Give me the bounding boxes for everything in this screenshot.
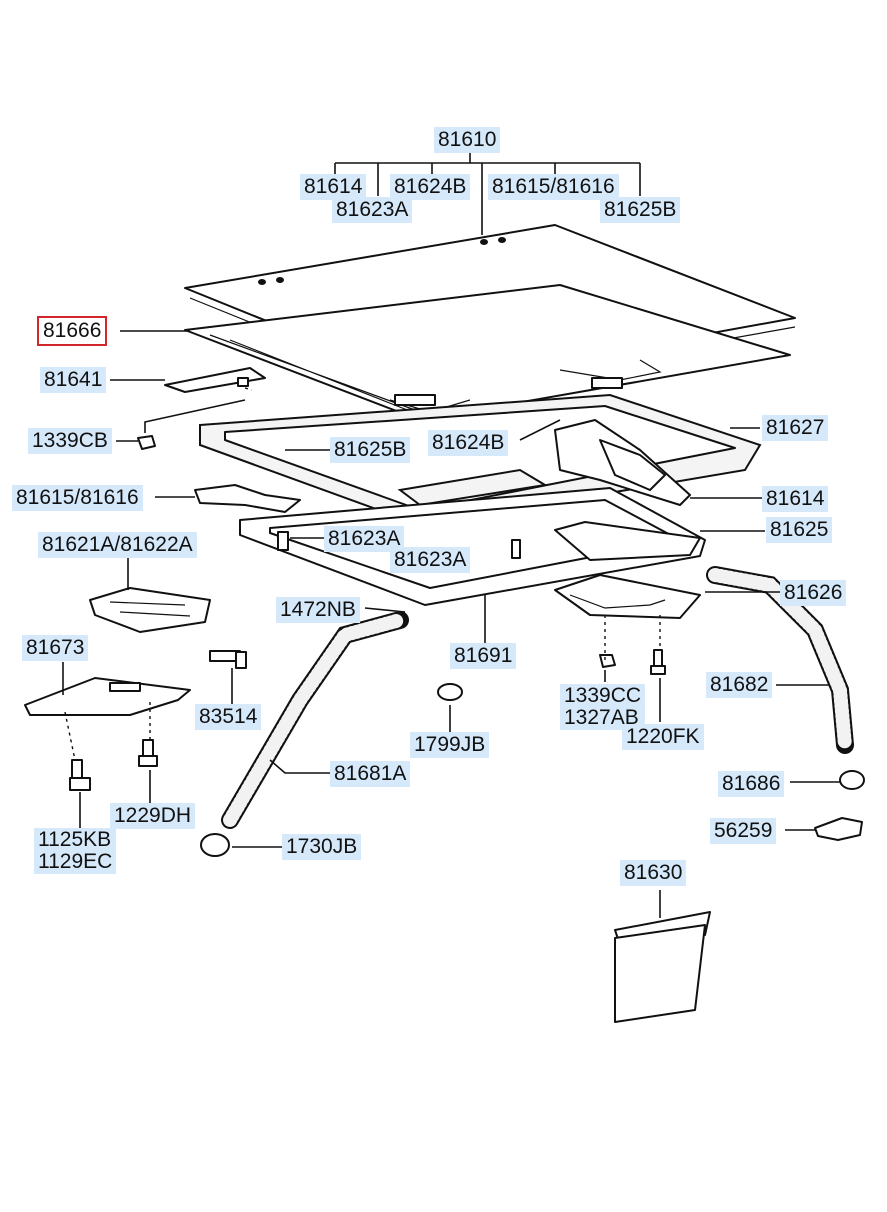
label-1339cc[interactable]: 1339CC xyxy=(564,684,642,707)
label-81624b-mid[interactable]: 81624B xyxy=(428,430,509,456)
label-81625b-top[interactable]: 81625B xyxy=(600,197,681,223)
label-1125kb[interactable]: 1125KB xyxy=(38,828,112,851)
label-1799jb[interactable]: 1799JB xyxy=(410,732,490,758)
label-81625b-mid[interactable]: 81625B xyxy=(330,437,411,463)
label-81627[interactable]: 81627 xyxy=(762,415,829,441)
nut-1339cb-part xyxy=(137,435,156,450)
label-81682[interactable]: 81682 xyxy=(706,672,773,698)
label-81614-right[interactable]: 81614 xyxy=(762,486,829,512)
label-1229dh[interactable]: 1229DH xyxy=(110,803,196,829)
label-81686[interactable]: 81686 xyxy=(718,771,785,797)
deflector-bracket-part xyxy=(164,367,266,393)
label-81624b-top[interactable]: 81624B xyxy=(390,174,471,200)
motor-bracket-part xyxy=(89,587,211,633)
label-81630[interactable]: 81630 xyxy=(620,860,687,886)
label-81615-81616-left[interactable]: 81615/81616 xyxy=(12,485,143,511)
label-81681a[interactable]: 81681A xyxy=(330,761,411,787)
label-81673[interactable]: 81673 xyxy=(22,635,89,661)
bracket-plate-part xyxy=(24,677,191,716)
label-81610[interactable]: 81610 xyxy=(434,127,501,153)
guide-rail-part xyxy=(554,419,701,619)
hose-clip-part xyxy=(437,683,463,701)
label-83514[interactable]: 83514 xyxy=(195,704,262,730)
label-1730jb[interactable]: 1730JB xyxy=(282,834,362,860)
label-81614-top[interactable]: 81614 xyxy=(300,174,367,200)
label-81623a-a[interactable]: 81623A xyxy=(324,526,405,552)
sunshade-frame-part xyxy=(184,284,791,421)
grommet-1730jb-part xyxy=(200,833,230,857)
grommet-81686-part xyxy=(839,770,865,790)
bolts-part xyxy=(69,531,666,791)
label-81623a-top[interactable]: 81623A xyxy=(332,197,413,223)
clip-56259-part xyxy=(814,817,863,841)
label-81666[interactable]: 81666 xyxy=(36,316,108,346)
label-81615-81616-top[interactable]: 81615/81616 xyxy=(488,174,619,200)
label-1125kb-1129ec[interactable]: 1125KB 1129EC xyxy=(34,828,117,874)
leader-lines xyxy=(62,152,840,918)
label-81621a-81622a[interactable]: 81621A/81622A xyxy=(38,532,197,558)
roof-frame-part xyxy=(239,487,706,606)
label-81625-right[interactable]: 81625 xyxy=(766,517,833,543)
label-1327ab[interactable]: 1327AB xyxy=(564,706,639,729)
label-1472nb[interactable]: 1472NB xyxy=(276,597,360,623)
label-81626[interactable]: 81626 xyxy=(780,580,847,606)
label-81691[interactable]: 81691 xyxy=(450,643,517,669)
label-1129ec[interactable]: 1129EC xyxy=(38,850,113,873)
left-bracket-part xyxy=(194,484,301,513)
label-1339cc-1327ab[interactable]: 1339CC 1327AB xyxy=(560,684,646,730)
sunshade-81630-part xyxy=(614,911,711,1023)
label-81641[interactable]: 81641 xyxy=(40,367,107,393)
label-1220fk[interactable]: 1220FK xyxy=(622,724,704,750)
label-81623a-b[interactable]: 81623A xyxy=(390,547,471,573)
label-56259[interactable]: 56259 xyxy=(710,818,777,844)
label-1339cb[interactable]: 1339CB xyxy=(28,428,112,454)
